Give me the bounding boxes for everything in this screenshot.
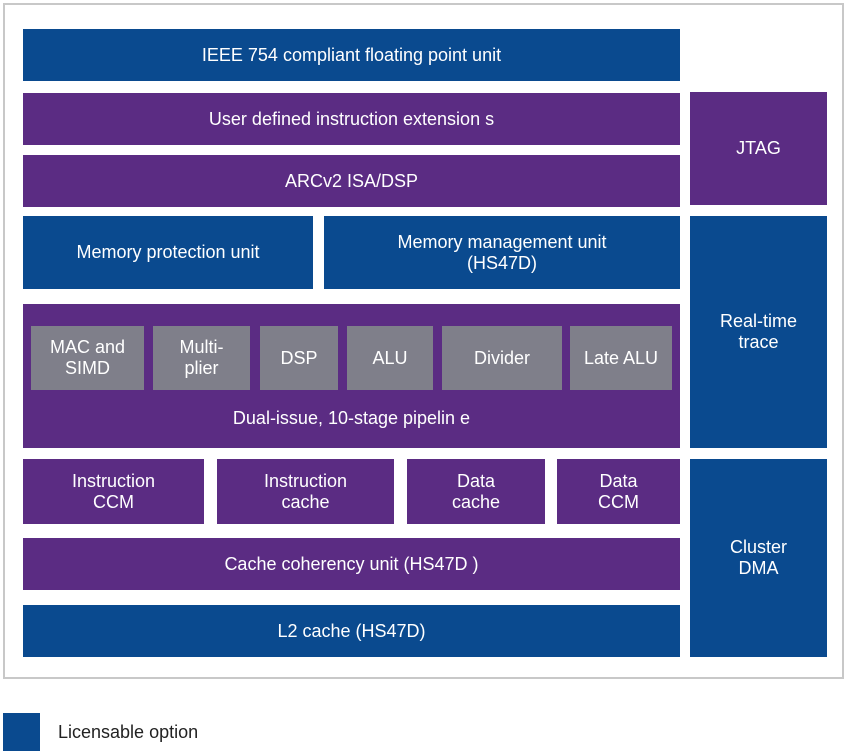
- memory-protection-unit-block: Memory protection unit: [23, 216, 313, 289]
- user-extensions-block: User defined instruction extension s: [23, 93, 680, 145]
- multiplier-unit: Multi- plier: [153, 326, 250, 390]
- instruction-ccm-block: Instruction CCM: [23, 459, 204, 524]
- mac-simd-unit: MAC and SIMD: [31, 326, 144, 390]
- cluster-dma-block: Cluster DMA: [690, 459, 827, 657]
- data-ccm-block: Data CCM: [557, 459, 680, 524]
- memory-management-unit-block: Memory management unit (HS47D): [324, 216, 680, 289]
- jtag-block: JTAG: [690, 92, 827, 205]
- dsp-unit: DSP: [260, 326, 338, 390]
- legend-label: Licensable option: [58, 722, 199, 742]
- l2-cache-block: L2 cache (HS47D): [23, 605, 680, 657]
- pipeline-label: Dual-issue, 10-stage pipelin e: [232, 407, 471, 428]
- late-alu-unit: Late ALU: [570, 326, 672, 390]
- divider-unit: Divider: [442, 326, 562, 390]
- fpu-block: IEEE 754 compliant floating point unit: [23, 29, 680, 81]
- isa-dsp-block: ARCv2 ISA/DSP: [23, 155, 680, 207]
- legend-swatch: [3, 713, 40, 751]
- instruction-cache-block: Instruction cache: [217, 459, 394, 524]
- alu-unit: ALU: [347, 326, 433, 390]
- cache-coherency-unit-block: Cache coherency unit (HS47D ): [23, 538, 680, 590]
- data-cache-block: Data cache: [407, 459, 545, 524]
- real-time-trace-block: Real-time trace: [690, 216, 827, 448]
